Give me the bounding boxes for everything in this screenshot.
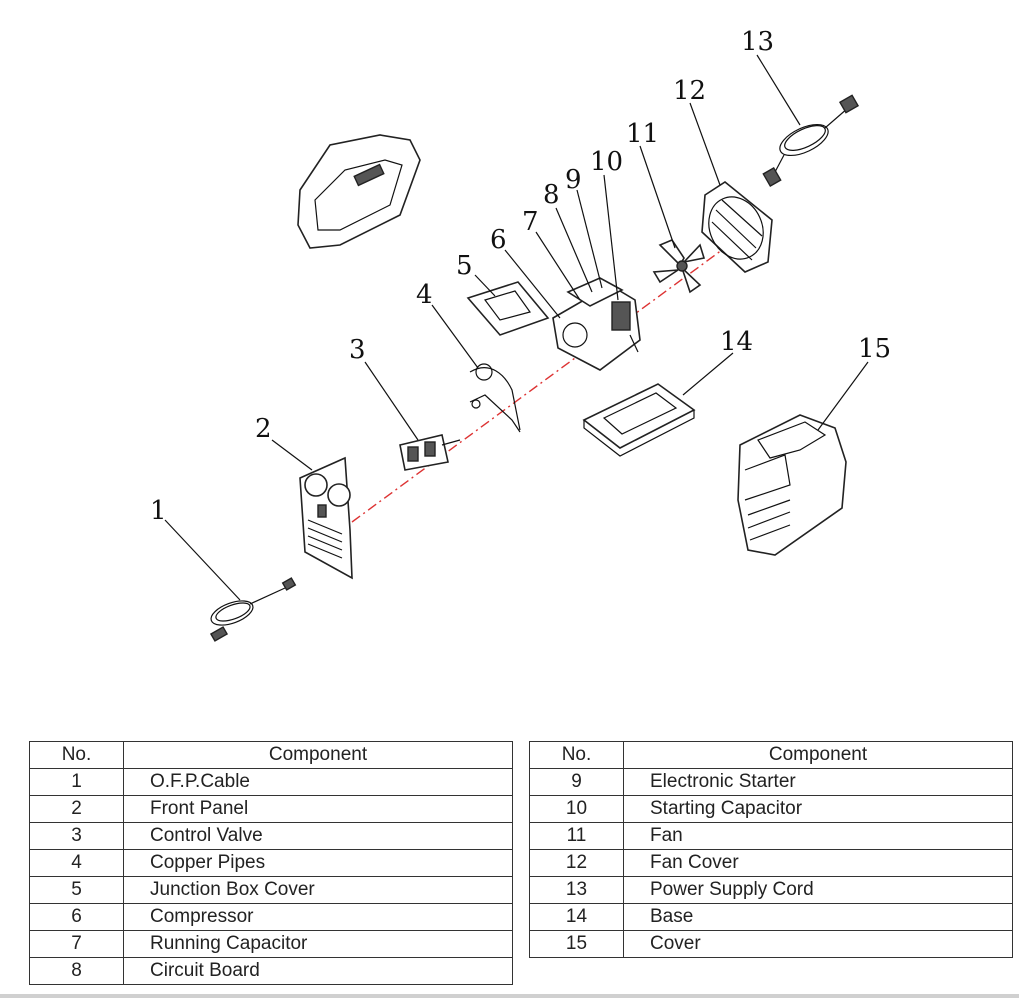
table-row: 15 Cover <box>529 930 1013 958</box>
row-no: 9 <box>529 768 624 796</box>
row-component: Control Valve <box>123 822 513 850</box>
callout-15: 15 <box>858 334 891 364</box>
row-component: Running Capacitor <box>123 930 513 958</box>
callout-2: 2 <box>255 414 272 444</box>
table-row: 5 Junction Box Cover <box>29 876 513 904</box>
row-no: 4 <box>29 849 124 877</box>
callout-5: 5 <box>456 251 473 281</box>
callout-11: 11 <box>626 119 659 149</box>
row-component: Front Panel <box>123 795 513 823</box>
callout-7: 7 <box>522 207 539 237</box>
table-row: 1 O.F.P.Cable <box>29 768 513 796</box>
row-component: Copper Pipes <box>123 849 513 877</box>
table-row: 6 Compressor <box>29 903 513 931</box>
part-ofp-cable <box>209 577 297 642</box>
row-no: 13 <box>529 876 624 904</box>
callout-13: 13 <box>741 27 774 57</box>
table-row: 13 Power Supply Cord <box>529 876 1013 904</box>
table-row: 10 Starting Capacitor <box>529 795 1013 823</box>
row-component: Cover <box>623 930 1013 958</box>
row-component: Power Supply Cord <box>623 876 1013 904</box>
table-row: 4 Copper Pipes <box>29 849 513 877</box>
callout-6: 6 <box>490 225 507 255</box>
part-base <box>582 383 696 457</box>
callout-12: 12 <box>673 76 706 106</box>
callout-8: 8 <box>543 180 560 210</box>
row-component: O.F.P.Cable <box>123 768 513 796</box>
row-no: 1 <box>29 768 124 796</box>
row-component: Electronic Starter <box>623 768 1013 796</box>
callout-1: 1 <box>150 496 167 526</box>
row-no: 5 <box>29 876 124 904</box>
part-front-panel <box>299 456 353 580</box>
row-no: 10 <box>529 795 624 823</box>
table-row: 12 Fan Cover <box>529 849 1013 877</box>
row-no: 6 <box>29 903 124 931</box>
part-fan <box>652 239 706 294</box>
table-header-row: No. Component <box>529 741 1013 769</box>
header-component: Component <box>123 741 513 769</box>
exploded-view-diagram: 1 2 3 4 5 6 7 8 9 10 11 12 13 14 15 <box>150 27 891 642</box>
table-row: 11 Fan <box>529 822 1013 850</box>
part-cover <box>737 414 847 556</box>
row-no: 15 <box>529 930 624 958</box>
header-component: Component <box>623 741 1013 769</box>
row-no: 7 <box>29 930 124 958</box>
part-control-valve <box>399 434 461 471</box>
callout-10: 10 <box>590 147 623 177</box>
header-no: No. <box>529 741 624 769</box>
row-no: 12 <box>529 849 624 877</box>
table-row: 2 Front Panel <box>29 795 513 823</box>
bottom-divider <box>0 994 1019 998</box>
row-component: Starting Capacitor <box>623 795 1013 823</box>
table-header-row: No. Component <box>29 741 513 769</box>
callout-9: 9 <box>565 165 582 195</box>
part-copper-pipes <box>469 363 521 433</box>
assembly-axis <box>351 221 761 523</box>
row-component: Compressor <box>123 903 513 931</box>
part-power-cord <box>762 94 860 188</box>
parts-table-left: No. Component 1 O.F.P.Cable 2 Front Pane… <box>29 741 513 985</box>
part-compressor-assembly <box>552 277 641 371</box>
row-component: Fan Cover <box>623 849 1013 877</box>
table-row: 3 Control Valve <box>29 822 513 850</box>
row-component: Base <box>623 903 1013 931</box>
header-no: No. <box>29 741 124 769</box>
part-fan-cover <box>701 181 773 273</box>
table-row: 14 Base <box>529 903 1013 931</box>
callout-4: 4 <box>416 280 433 310</box>
part-side-housing <box>297 134 421 249</box>
row-no: 8 <box>29 957 124 985</box>
table-row: 9 Electronic Starter <box>529 768 1013 796</box>
row-no: 11 <box>529 822 624 850</box>
callout-14: 14 <box>720 327 753 357</box>
row-no: 2 <box>29 795 124 823</box>
table-row: 8 Circuit Board <box>29 957 513 985</box>
parts-table-right: No. Component 9 Electronic Starter 10 St… <box>529 741 1013 958</box>
row-no: 3 <box>29 822 124 850</box>
row-no: 14 <box>529 903 624 931</box>
row-component: Circuit Board <box>123 957 513 985</box>
callout-3: 3 <box>349 335 366 365</box>
row-component: Fan <box>623 822 1013 850</box>
part-junction-box-cover <box>466 281 550 336</box>
table-row: 7 Running Capacitor <box>29 930 513 958</box>
leader-lines <box>164 54 869 601</box>
row-component: Junction Box Cover <box>123 876 513 904</box>
